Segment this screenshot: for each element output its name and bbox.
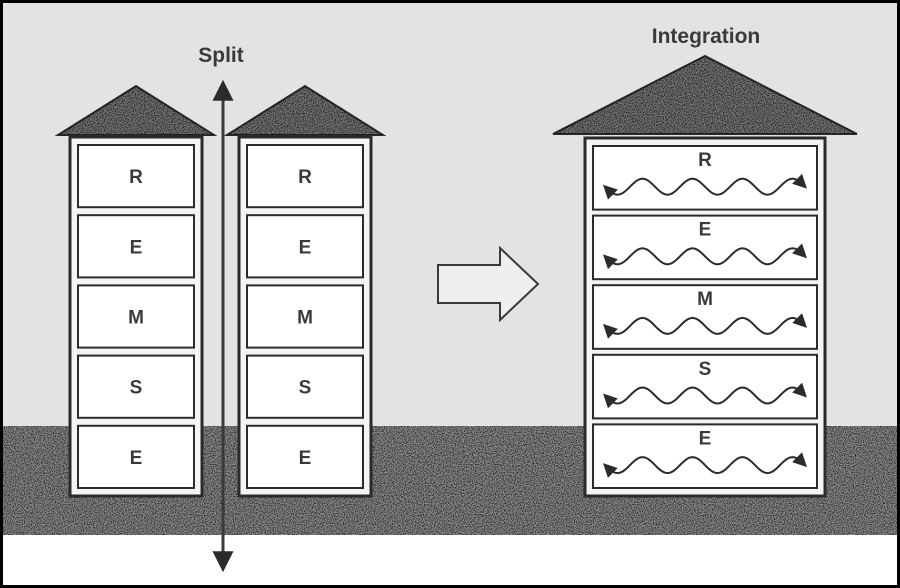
building-left: R E M S E <box>54 84 218 498</box>
floor-4: S <box>246 354 364 419</box>
floor-3: M <box>77 284 195 349</box>
floor-label: S <box>299 378 312 399</box>
floor-1: R <box>592 145 818 211</box>
building-middle: R E M S E <box>223 84 387 498</box>
roof <box>552 54 858 135</box>
floor-label: E <box>299 237 312 258</box>
roof <box>54 84 218 136</box>
floor-4: S <box>77 354 195 419</box>
floor-5: E <box>246 424 364 489</box>
floor-label: M <box>297 308 313 329</box>
floor-label: E <box>699 428 712 449</box>
floor-label: M <box>697 289 713 310</box>
floor-label: R <box>298 167 312 188</box>
floor-label: R <box>129 167 143 188</box>
floor-1: R <box>246 144 364 209</box>
floor-label: E <box>299 448 312 469</box>
building-integrated: R E M S E <box>552 54 858 498</box>
interaction-wave <box>603 173 807 200</box>
floor-label: S <box>699 359 712 380</box>
interaction-wave <box>603 313 807 339</box>
floor-3: M <box>592 284 818 350</box>
floor-label: M <box>128 308 144 329</box>
floor-5: E <box>77 424 195 489</box>
floor-label: E <box>699 220 712 241</box>
floor-2: E <box>77 214 195 279</box>
floor-5: E <box>592 423 818 489</box>
floor-4: S <box>592 353 818 420</box>
transform-arrow <box>437 245 540 323</box>
floor-2: E <box>246 214 364 279</box>
floor-2: E <box>592 214 818 281</box>
floor-label: E <box>130 448 143 469</box>
integration-label: Integration <box>652 25 761 48</box>
floor-1: R <box>77 144 195 209</box>
interaction-wave <box>603 382 807 409</box>
split-label: Split <box>198 44 244 67</box>
interaction-wave <box>603 243 807 270</box>
floor-label: E <box>130 237 143 258</box>
bottom-strip <box>3 535 897 585</box>
floor-3: M <box>246 284 364 349</box>
floor-label: S <box>130 378 143 399</box>
floor-label: R <box>698 150 712 171</box>
roof <box>223 84 387 136</box>
interaction-wave <box>603 452 807 478</box>
